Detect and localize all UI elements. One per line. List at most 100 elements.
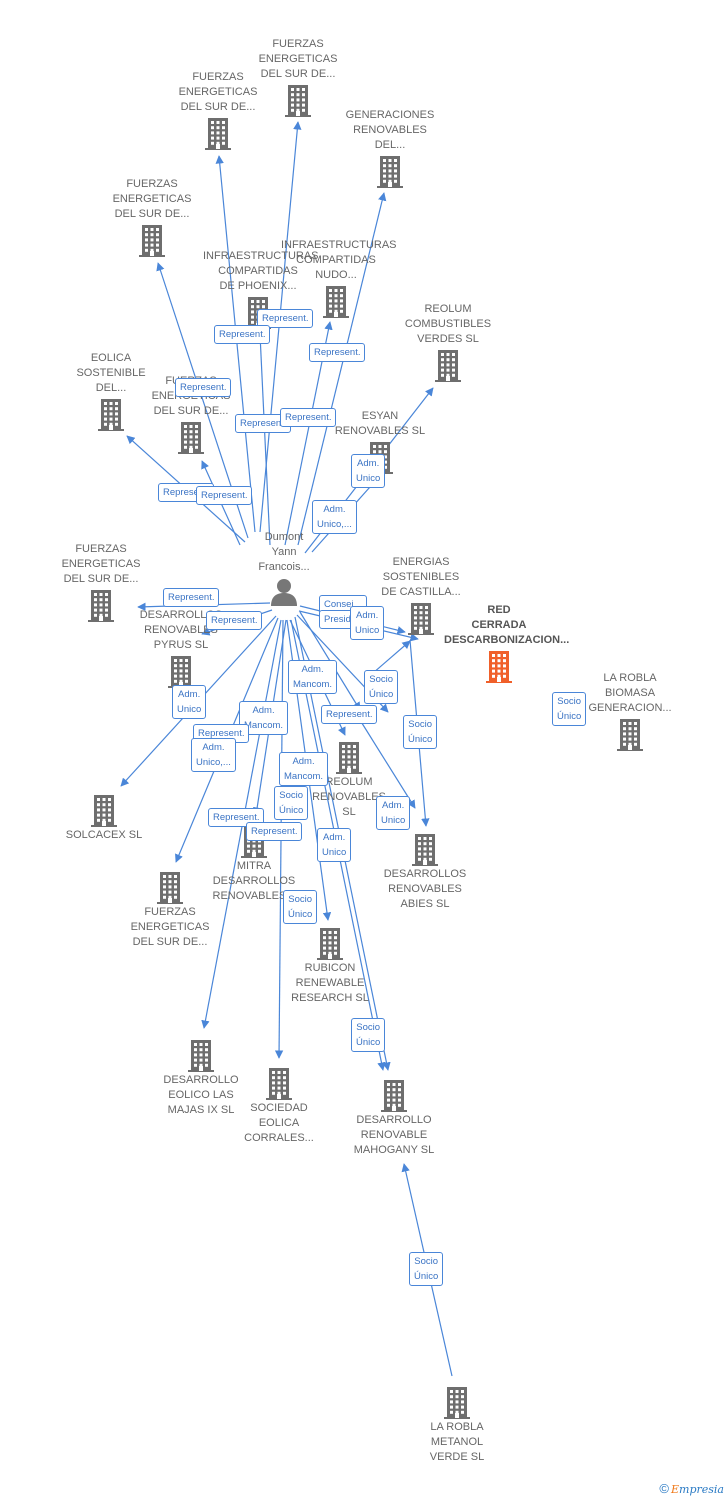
relation-label[interactable]: Adm. Unico xyxy=(376,796,411,830)
company-node-n2[interactable]: FUERZAS ENERGETICAS DEL SUR DE... xyxy=(163,70,273,151)
relation-label[interactable]: Adm. Unico,... xyxy=(312,500,357,534)
company-name: RUBICON RENEWABLE RESEARCH SL xyxy=(291,962,369,1004)
relation-label[interactable]: Represent. xyxy=(206,611,263,630)
building-icon xyxy=(266,1068,292,1100)
company-node-n22[interactable]: SOCIEDAD EOLICA CORRALES... xyxy=(224,1065,334,1146)
relation-label[interactable]: Socio Único xyxy=(274,786,309,820)
company-node-n7[interactable]: REOLUM COMBUSTIBLES VERDES SL xyxy=(393,302,503,383)
relation-label[interactable]: Represent. xyxy=(321,705,378,724)
company-name: REOLUM COMBUSTIBLES VERDES SL xyxy=(404,303,492,345)
edge-5 xyxy=(256,333,271,546)
building-icon xyxy=(336,742,362,774)
relation-label[interactable]: Socio Único xyxy=(403,715,438,749)
company-node-n23[interactable]: DESARROLLO RENOVABLE MAHOGANY SL xyxy=(339,1077,449,1158)
company-name: LA ROBLA BIOMASA GENERACION... xyxy=(588,672,672,714)
relation-label[interactable]: Represent. xyxy=(214,325,271,344)
company-node-n14[interactable]: LA ROBLA BIOMASA GENERACION... xyxy=(575,671,685,752)
company-node-n1[interactable]: FUERZAS ENERGETICAS DEL SUR DE... xyxy=(243,37,353,118)
company-node-n24[interactable]: LA ROBLA METANOL VERDE SL xyxy=(402,1384,512,1465)
person-icon xyxy=(271,579,297,606)
building-icon xyxy=(98,399,124,431)
edge-26 xyxy=(359,719,416,809)
company-node-n12[interactable]: DESARROLLOS RENOVABLES PYRUS SL xyxy=(126,608,236,689)
relation-label[interactable]: Adm. Mancom. xyxy=(288,660,338,694)
building-icon xyxy=(205,118,231,150)
relation-label[interactable]: Socio Único xyxy=(552,692,587,726)
building-icon xyxy=(435,350,461,382)
building-icon xyxy=(408,603,434,635)
company-node-n3[interactable]: GENERACIONES RENOVABLES DEL... xyxy=(335,108,445,189)
building-icon xyxy=(157,872,183,904)
relation-label[interactable]: Socio Único xyxy=(283,890,318,924)
person-name: Dumont Yann Francois... xyxy=(258,531,310,573)
building-icon xyxy=(91,795,117,827)
company-name: REOLUM RENOVABLES SL xyxy=(312,776,386,818)
company-name: DESARROLLO EOLICO LAS MAJAS IX SL xyxy=(163,1074,239,1116)
building-icon xyxy=(381,1080,407,1112)
company-name: FUERZAS ENERGETICAS DEL SUR DE... xyxy=(130,906,210,948)
brand-name: mpresia xyxy=(679,1483,724,1496)
relation-label[interactable]: Represent. xyxy=(175,378,232,397)
building-icon xyxy=(617,719,643,751)
building-icon xyxy=(139,225,165,257)
company-node-n4[interactable]: FUERZAS ENERGETICAS DEL SUR DE... xyxy=(97,177,207,258)
edge-3 xyxy=(297,192,387,546)
relation-label[interactable]: Represent. xyxy=(257,309,314,328)
company-node-n21[interactable]: DESARROLLO EOLICO LAS MAJAS IX SL xyxy=(146,1037,256,1118)
company-node-n16[interactable]: REOLUM RENOVABLES SL xyxy=(294,739,404,820)
company-name: FUERZAS ENERGETICAS DEL SUR DE... xyxy=(258,38,338,80)
company-name: FUERZAS ENERGETICAS DEL SUR DE... xyxy=(112,178,192,220)
relation-label[interactable]: Adm. Unico xyxy=(351,454,386,488)
brand-first-letter: E xyxy=(671,1483,680,1496)
relation-label[interactable]: Adm. Unico xyxy=(172,685,207,719)
relation-label[interactable]: Adm. Unico,... xyxy=(191,738,236,772)
relation-label[interactable]: Represent. xyxy=(235,414,292,433)
company-name: DESARROLLO RENOVABLE MAHOGANY SL xyxy=(353,1114,435,1156)
edge-2 xyxy=(215,155,256,533)
building-icon xyxy=(285,85,311,117)
person-node[interactable]: Dumont Yann Francois... xyxy=(244,530,324,607)
relation-label[interactable]: Represent. xyxy=(309,343,366,362)
building-icon xyxy=(168,656,194,688)
company-name: SOCIEDAD EOLICA CORRALES... xyxy=(244,1102,314,1144)
relation-label[interactable]: Socio Único xyxy=(409,1252,444,1286)
relation-label[interactable]: Adm. Unico xyxy=(317,828,352,862)
relation-label[interactable]: Represent. xyxy=(280,408,337,427)
company-name: GENERACIONES RENOVABLES DEL... xyxy=(345,109,435,151)
company-node-n5[interactable]: INFRAESTRUCTURAS COMPARTIDAS DE PHOENIX.… xyxy=(203,249,319,330)
company-name: INFRAESTRUCTURAS COMPARTIDAS DE PHOENIX.… xyxy=(203,250,319,292)
building-icon xyxy=(188,1040,214,1072)
relation-label[interactable]: Adm. Mancom. xyxy=(279,752,329,786)
building-icon xyxy=(444,1387,470,1419)
relation-label[interactable]: Socio Único xyxy=(351,1018,386,1052)
company-node-n6[interactable]: INFRAESTRUCTURAS COMPARTIDAS NUDO... xyxy=(281,238,397,319)
building-icon xyxy=(88,590,114,622)
relation-label[interactable]: Represent. xyxy=(196,486,253,505)
company-name: RED CERRADA DESCARBONIZACION... xyxy=(444,604,570,646)
company-name: DESARROLLOS RENOVABLES PYRUS SL xyxy=(139,609,223,651)
relation-label[interactable]: Represent. xyxy=(163,588,220,607)
building-icon xyxy=(317,928,343,960)
brand-footer[interactable]: ©Empresia xyxy=(659,1481,724,1496)
company-node-n8[interactable]: EOLICA SOSTENIBLE DEL... xyxy=(56,351,166,432)
building-icon xyxy=(412,834,438,866)
company-name: MITRA DESARROLLOS RENOVABLES... xyxy=(212,860,296,902)
building-icon xyxy=(178,422,204,454)
company-node-n13[interactable]: ENERGIAS SOSTENIBLES DE CASTILLA... xyxy=(366,555,476,636)
company-name: ESYAN RENOVABLES SL xyxy=(334,410,426,437)
company-node-n19[interactable]: FUERZAS ENERGETICAS DEL SUR DE... xyxy=(115,869,225,950)
relation-label[interactable]: Represent. xyxy=(246,822,303,841)
building-icon xyxy=(486,651,512,683)
company-node-n11[interactable]: FUERZAS ENERGETICAS DEL SUR DE... xyxy=(46,542,156,623)
company-name: LA ROBLA METANOL VERDE SL xyxy=(429,1421,485,1463)
company-name: INFRAESTRUCTURAS COMPARTIDAS NUDO... xyxy=(281,239,397,281)
relation-label[interactable]: Adm. Unico xyxy=(350,606,385,640)
copyright-icon: © xyxy=(659,1481,669,1496)
company-node-n15[interactable]: SOLCACEX SL xyxy=(49,792,159,843)
company-name: EOLICA SOSTENIBLE DEL... xyxy=(76,352,146,394)
company-node-n17[interactable]: DESARROLLOS RENOVABLES ABIES SL xyxy=(370,831,480,912)
focus-company-node[interactable]: RED CERRADA DESCARBONIZACION... xyxy=(444,603,570,684)
relation-label[interactable]: Socio Único xyxy=(364,670,399,704)
company-node-n20[interactable]: RUBICON RENEWABLE RESEARCH SL xyxy=(275,925,385,1006)
company-name: SOLCACEX SL xyxy=(65,829,143,841)
